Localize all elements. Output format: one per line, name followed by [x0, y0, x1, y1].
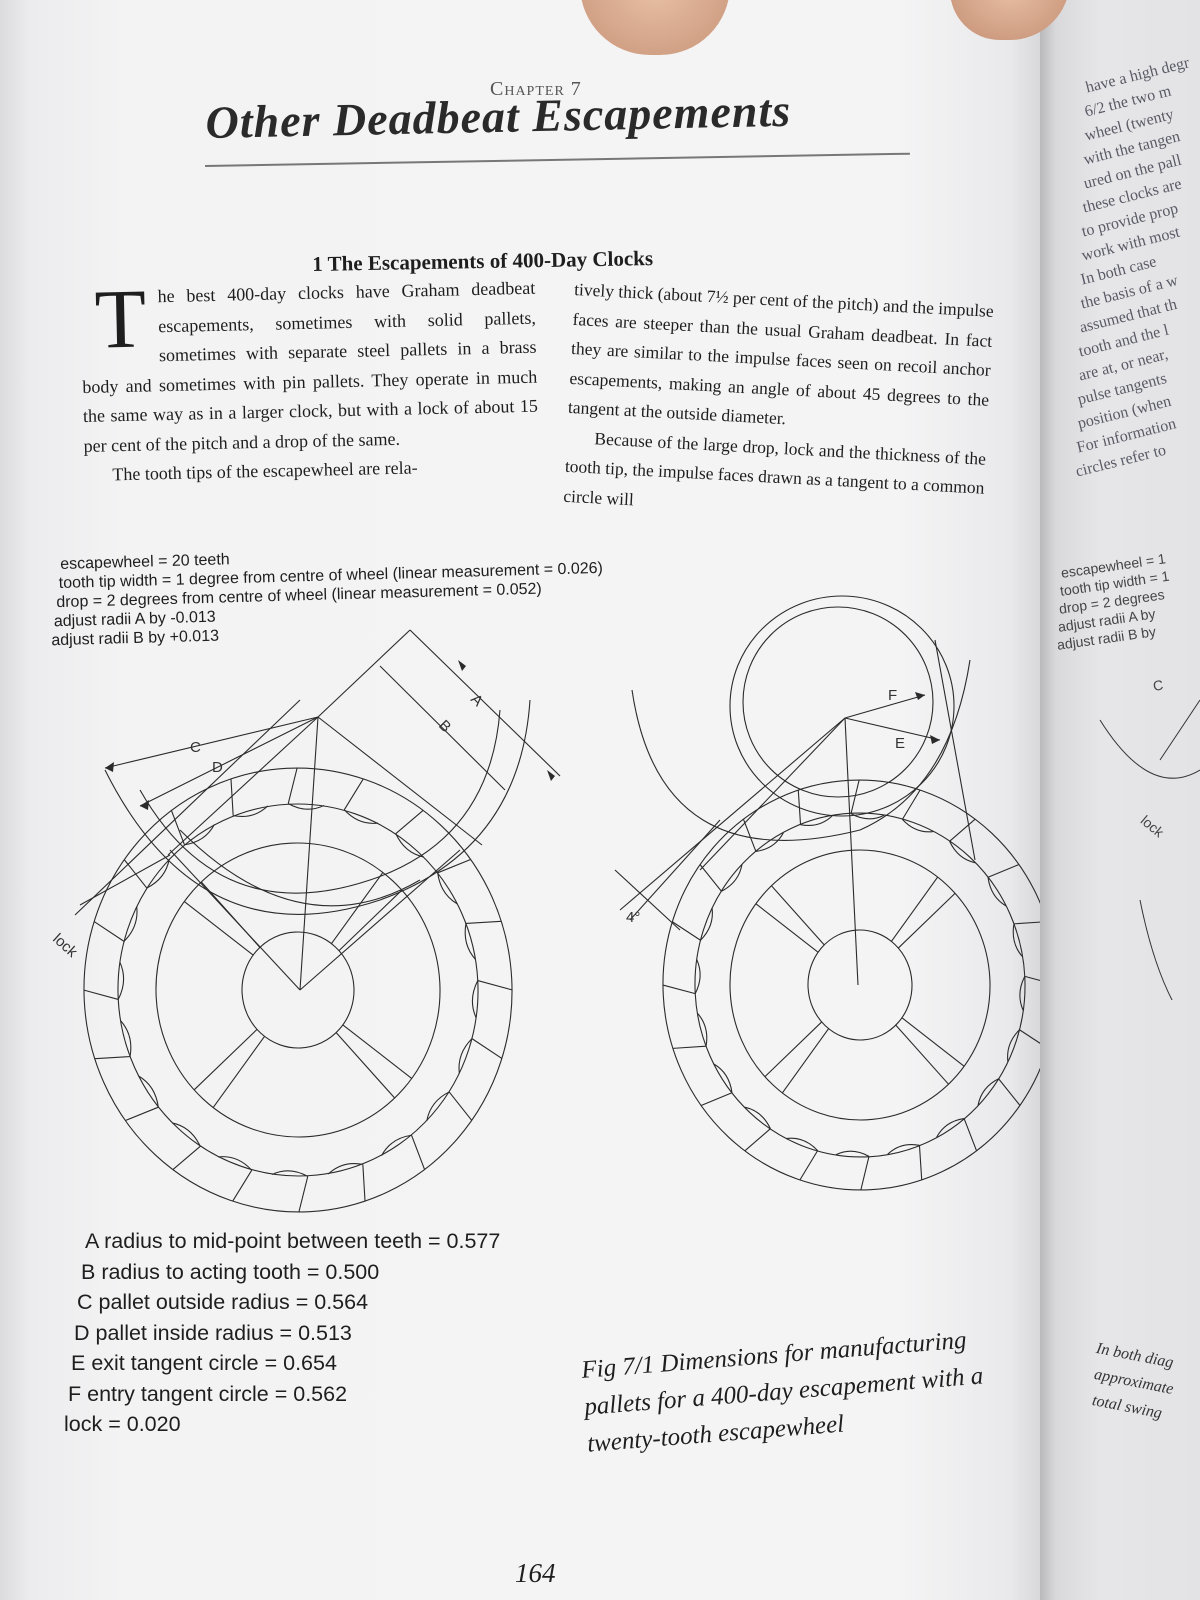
wheel-spoke — [193, 1029, 258, 1091]
wheel-tooth — [123, 858, 170, 889]
wheel-spoke — [781, 1027, 830, 1094]
wheel-tooth — [327, 1162, 366, 1202]
wheel-spoke — [212, 1036, 265, 1108]
legend-line: lock = 0.020 — [64, 1412, 181, 1436]
wheel-spoke — [764, 1021, 823, 1078]
wheel-tooth — [94, 1020, 132, 1060]
wheel-tooth — [83, 961, 125, 1000]
body-column-right: tively thick (about 7½ per cent of the p… — [563, 275, 995, 533]
wheel-tooth — [662, 959, 701, 995]
legend-line: B radius to acting tooth = 0.500 — [81, 1259, 380, 1284]
section-heading: 1 The Escapements of 400-Day Clocks — [312, 246, 654, 276]
wheel-tooth — [458, 1038, 503, 1074]
wheel-spoke — [770, 885, 825, 946]
wheel-tooth — [949, 818, 976, 864]
legend-line: D pallet inside radius = 0.513 — [74, 1320, 352, 1345]
figure-legend: A radius to mid-point between teeth = 0.… — [64, 1226, 501, 1440]
figure-specs: escapewheel = 20 teeth tooth tip width =… — [51, 540, 605, 650]
wheel-spoke — [342, 1024, 413, 1079]
label-E: E — [895, 735, 905, 752]
wheel-tooth — [699, 864, 743, 892]
label-C: C — [190, 739, 201, 756]
figure-caption: Fig 7/1 Dimensions for manufacturing pal… — [580, 1326, 985, 1458]
wheel-tooth — [700, 1063, 733, 1106]
wheel-tooth — [426, 1091, 473, 1122]
wheel-tooth — [170, 810, 215, 846]
wheel-tooth — [218, 1156, 253, 1202]
wheel-tooth — [471, 980, 513, 1019]
wheel-tooth — [936, 1118, 978, 1151]
wheel-tooth — [672, 1012, 708, 1049]
wheel-tooth — [464, 920, 502, 960]
wheel-spoke — [183, 901, 254, 956]
wheel-tooth — [287, 767, 325, 810]
drop-cap: T — [93, 272, 148, 367]
wheel-tooth — [271, 1170, 309, 1213]
legend-line: E exit tangent circle = 0.654 — [71, 1351, 337, 1375]
wheel-tooth — [672, 908, 713, 941]
body-paragraph: The tooth tips of the escapewheel are re… — [112, 457, 418, 485]
entry-tangent-circle — [742, 606, 934, 798]
label-F: F — [888, 687, 897, 704]
wheel-spoke — [901, 1017, 965, 1067]
title-rule — [205, 152, 910, 167]
wheel-tooth — [786, 1137, 819, 1181]
right-escapewheel — [662, 779, 1048, 1191]
wheel-spoke — [200, 881, 261, 948]
wheel-spoke — [897, 892, 956, 949]
wheel-tooth — [987, 864, 1020, 907]
facing-label-C: C — [1152, 676, 1165, 694]
wheel-tooth — [901, 789, 934, 833]
facing-caption-line: total swing — [1090, 1392, 1164, 1423]
left-escapewheel — [83, 767, 513, 1213]
wheel-tooth — [977, 1078, 1021, 1106]
right-wheel-spokes — [755, 876, 965, 1094]
chapter-label: Chapter 7 — [490, 78, 582, 100]
body-paragraph: he best 400-day clocks have Graham deadb… — [82, 277, 539, 456]
chapter-title: Other Deadbeat Escapements — [205, 84, 792, 148]
left-wheel-spokes — [183, 872, 413, 1108]
wheel-spoke — [335, 1032, 396, 1099]
wheel-tooth — [887, 1143, 923, 1180]
legend-line: A radius to mid-point between teeth = 0.… — [85, 1229, 501, 1253]
wheel-tooth — [742, 819, 784, 852]
wheel-tooth — [835, 1150, 870, 1190]
wheel-tooth — [395, 809, 424, 858]
body-column-left: T he best 400-day clocks have Graham dea… — [80, 272, 540, 491]
facing-diagram — [1099, 699, 1200, 1000]
wheel-tooth — [230, 778, 269, 818]
exit-tangent-circle — [729, 595, 955, 817]
wheel-spoke — [755, 903, 819, 953]
wheel-spoke — [890, 876, 939, 943]
wheel-tooth — [381, 1134, 426, 1170]
wheel-tooth — [93, 906, 138, 942]
wheel-tooth — [850, 780, 885, 820]
wheel-spoke — [895, 1024, 950, 1085]
wheel-tooth — [797, 790, 833, 827]
wheel-spoke — [331, 872, 384, 944]
right-wheel-teeth — [662, 780, 1048, 1190]
legend-line: C pallet outside radius = 0.564 — [77, 1290, 369, 1314]
left-wheel-teeth — [83, 767, 513, 1213]
wheel-tooth — [125, 1075, 159, 1122]
pallet-inner-arc — [139, 709, 501, 894]
wheel-tooth — [437, 858, 471, 905]
label-A: A — [467, 691, 486, 710]
label-D: D — [212, 759, 223, 776]
pallet-arc — [179, 829, 421, 907]
label-angle: 4° — [626, 909, 640, 926]
label-lock: lock — [49, 930, 81, 961]
wheel-tooth — [744, 1106, 771, 1152]
label-B: B — [435, 717, 454, 736]
body-paragraph: tively thick (about 7½ per cent of the p… — [567, 278, 995, 429]
wheel-spoke — [338, 889, 403, 951]
wheel-tooth — [343, 778, 378, 824]
page-number: 164 — [515, 1558, 556, 1588]
pallet-outer-arc — [104, 699, 531, 915]
wheel-tooth — [172, 1122, 201, 1170]
legend-line: F entry tangent circle = 0.562 — [68, 1381, 348, 1406]
left-page: Chapter 7 Other Deadbeat Escapements 1 T… — [0, 0, 1048, 1600]
